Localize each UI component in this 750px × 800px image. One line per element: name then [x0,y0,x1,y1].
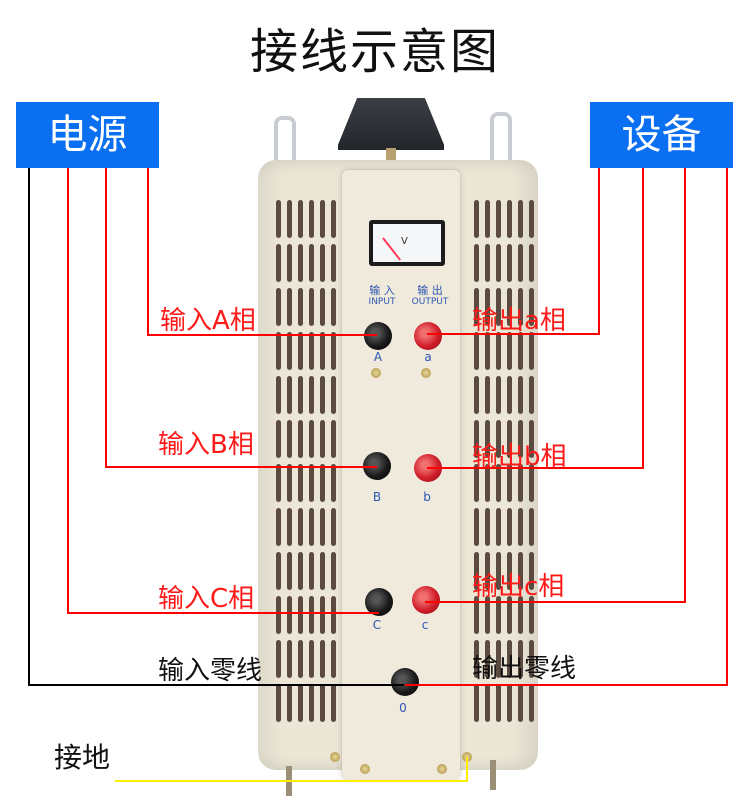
voltmeter-needle [382,237,402,261]
diagram-title: 接线示意图 [249,24,500,80]
adjustment-knob [338,98,444,150]
power-source-badge: 电源 [16,102,159,168]
label-output-b: 输出b相 [472,442,567,472]
terminal-label-B: B [372,490,382,504]
screw-icon [330,752,340,762]
voltmeter-face: V [373,224,441,262]
screw-icon [437,764,447,774]
terminal-label-0: 0 [399,701,407,715]
voltmeter: V [369,220,445,266]
panel-input-en: INPUT [368,297,396,307]
terminal-output-a[interactable] [414,322,442,350]
terminal-input-a[interactable] [364,322,392,350]
voltmeter-unit: V [401,236,408,247]
label-output-c: 输出c相 [472,572,565,602]
label-output-a: 输出a相 [472,306,566,336]
screw-icon [360,764,370,774]
device-badge: 设备 [590,102,733,168]
label-input-neutral: 输入零线 [158,656,263,686]
screw-icon [371,368,381,378]
label-input-c: 输入C相 [158,584,255,614]
terminal-input-c[interactable] [365,588,393,616]
panel-output-en: OUTPUT [411,297,449,307]
terminal-label-b: b [423,490,431,504]
vent-grid-right [474,200,534,722]
label-input-a: 输入A相 [160,306,256,336]
label-input-b: 输入B相 [158,430,254,460]
screw-icon [421,368,431,378]
vent-grid-left [276,200,336,722]
panel-input-cn: 输 入 [369,284,395,297]
knob-shaft [386,148,396,160]
label-output-neutral: 输出零线 [472,654,577,684]
terminal-label-A: A [373,350,383,364]
lifting-handle-left [274,116,296,164]
terminal-neutral[interactable] [391,668,419,696]
terminal-output-c[interactable] [412,586,440,614]
terminal-label-a: a [424,350,432,364]
panel-output-cn: 输 出 [417,284,443,297]
terminal-label-C: C [372,618,382,632]
label-ground: 接地 [54,741,111,774]
lifting-handle-right [490,112,512,160]
device-foot-right [490,760,496,790]
terminal-label-c: c [421,618,429,632]
